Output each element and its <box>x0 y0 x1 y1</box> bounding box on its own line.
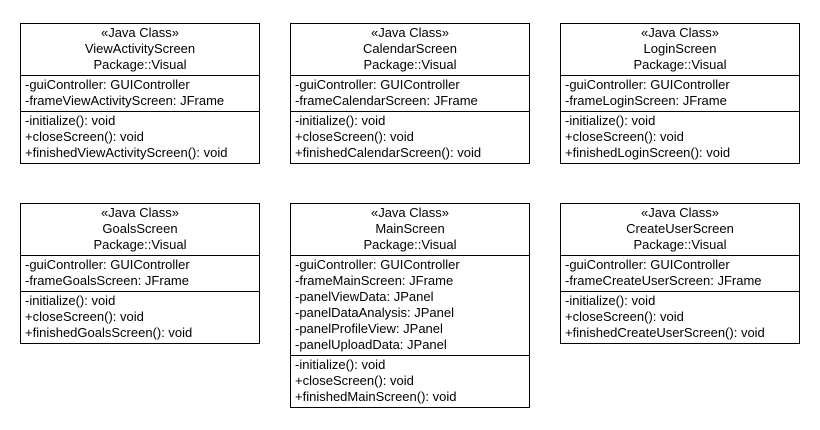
class-name: MainScreen <box>375 221 445 236</box>
attribute: -guiController: GUIController <box>25 77 190 92</box>
operation: +closeScreen(): void <box>565 309 684 324</box>
class-login-screen[interactable]: «Java Class» LoginScreen Package::Visual… <box>560 23 800 164</box>
class-header: «Java Class» GoalsScreen Package::Visual <box>21 204 259 255</box>
attribute: -frameMainScreen: JFrame <box>295 273 454 288</box>
class-header: «Java Class» LoginScreen Package::Visual <box>561 24 799 75</box>
attribute: -frameViewActivityScreen: JFrame <box>25 93 225 108</box>
operation: +closeScreen(): void <box>295 129 414 144</box>
attribute: -panelProfileView: JPanel <box>295 321 443 336</box>
class-name: LoginScreen <box>643 41 717 56</box>
class-package: Package::Visual <box>633 237 727 252</box>
operation: +closeScreen(): void <box>295 373 414 388</box>
attributes-section: -guiController: GUIController -frameCrea… <box>561 255 799 291</box>
operation: +closeScreen(): void <box>25 309 144 324</box>
attributes-section: -guiController: GUIController -frameView… <box>21 75 259 111</box>
operation: +finishedMainScreen(): void <box>295 389 457 404</box>
attribute: -guiController: GUIController <box>565 257 730 272</box>
operation: +finishedLoginScreen(): void <box>565 145 731 160</box>
operations-section: -initialize(): void +closeScreen(): void… <box>561 111 799 163</box>
operation: -initialize(): void <box>565 293 656 308</box>
attribute: -guiController: GUIController <box>565 77 730 92</box>
class-name: ViewActivityScreen <box>84 41 196 56</box>
class-calendar-screen[interactable]: «Java Class» CalendarScreen Package::Vis… <box>290 23 530 164</box>
operation: +finishedCreateUserScreen(): void <box>565 325 765 340</box>
class-view-activity-screen[interactable]: «Java Class» ViewActivityScreen Package:… <box>20 23 260 164</box>
class-header: «Java Class» CalendarScreen Package::Vis… <box>291 24 529 75</box>
operation: +finishedGoalsScreen(): void <box>25 325 193 340</box>
class-stereotype: «Java Class» <box>100 205 180 220</box>
class-package: Package::Visual <box>93 57 187 72</box>
class-header: «Java Class» CreateUserScreen Package::V… <box>561 204 799 255</box>
attribute: -frameCalendarScreen: JFrame <box>295 93 478 108</box>
operations-section: -initialize(): void +closeScreen(): void… <box>21 111 259 163</box>
class-stereotype: «Java Class» <box>370 25 450 40</box>
class-header: «Java Class» MainScreen Package::Visual <box>291 204 529 255</box>
attribute: -guiController: GUIController <box>295 257 460 272</box>
attribute: -panelViewData: JPanel <box>295 289 434 304</box>
attribute: -guiController: GUIController <box>295 77 460 92</box>
class-main-screen[interactable]: «Java Class» MainScreen Package::Visual … <box>290 203 530 408</box>
class-stereotype: «Java Class» <box>100 25 180 40</box>
attributes-section: -guiController: GUIController -frameCale… <box>291 75 529 111</box>
operation: -initialize(): void <box>295 113 386 128</box>
operation: -initialize(): void <box>25 293 116 308</box>
class-name: CreateUserScreen <box>626 221 734 236</box>
operations-section: -initialize(): void +closeScreen(): void… <box>291 355 529 407</box>
attribute: -frameLoginScreen: JFrame <box>565 93 727 108</box>
class-package: Package::Visual <box>363 57 457 72</box>
operations-section: -initialize(): void +closeScreen(): void… <box>291 111 529 163</box>
operation: +closeScreen(): void <box>25 129 144 144</box>
class-goals-screen[interactable]: «Java Class» GoalsScreen Package::Visual… <box>20 203 260 344</box>
attributes-section: -guiController: GUIController -frameMain… <box>291 255 529 355</box>
attribute: -frameCreateUserScreen: JFrame <box>565 273 762 288</box>
attributes-section: -guiController: GUIController -frameLogi… <box>561 75 799 111</box>
operations-section: -initialize(): void +closeScreen(): void… <box>561 291 799 343</box>
class-name: CalendarScreen <box>363 41 457 56</box>
operation: +finishedCalendarScreen(): void <box>295 145 482 160</box>
class-package: Package::Visual <box>363 237 457 252</box>
operations-section: -initialize(): void +closeScreen(): void… <box>21 291 259 343</box>
class-stereotype: «Java Class» <box>640 25 720 40</box>
attribute: -frameGoalsScreen: JFrame <box>25 273 189 288</box>
class-package: Package::Visual <box>93 237 187 252</box>
class-stereotype: «Java Class» <box>370 205 450 220</box>
attribute: -guiController: GUIController <box>25 257 190 272</box>
operation: +finishedViewActivityScreen(): void <box>25 145 228 160</box>
class-stereotype: «Java Class» <box>640 205 720 220</box>
class-package: Package::Visual <box>633 57 727 72</box>
class-header: «Java Class» ViewActivityScreen Package:… <box>21 24 259 75</box>
operation: +closeScreen(): void <box>565 129 684 144</box>
class-name: GoalsScreen <box>102 221 178 236</box>
operation: -initialize(): void <box>25 113 116 128</box>
attributes-section: -guiController: GUIController -frameGoal… <box>21 255 259 291</box>
operation: -initialize(): void <box>565 113 656 128</box>
attribute: -panelDataAnalysis: JPanel <box>295 305 454 320</box>
class-create-user-screen[interactable]: «Java Class» CreateUserScreen Package::V… <box>560 203 800 344</box>
attribute: -panelUploadData: JPanel <box>295 337 447 352</box>
operation: -initialize(): void <box>295 357 386 372</box>
